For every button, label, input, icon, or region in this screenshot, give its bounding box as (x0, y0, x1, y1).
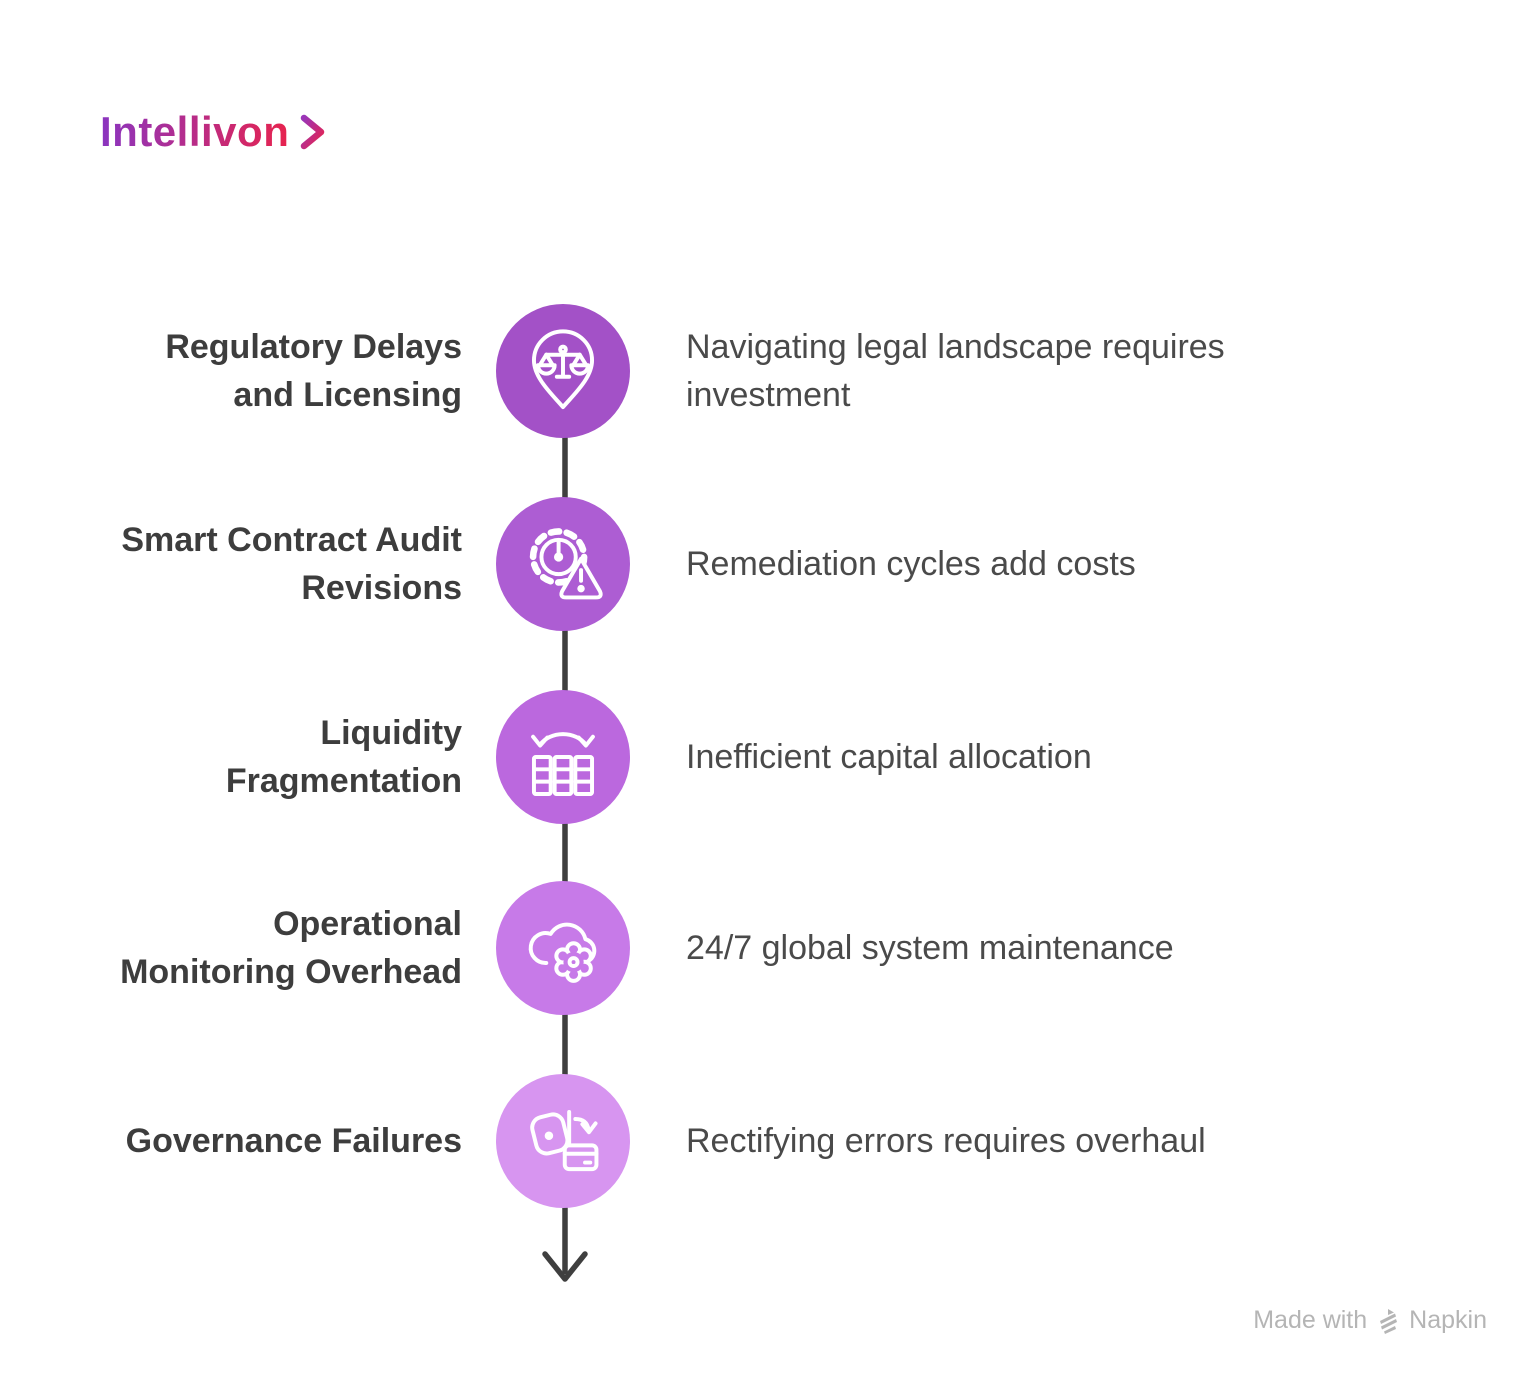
item-description: Inefficient capital allocation (686, 737, 1092, 776)
wallet-card-transfer-icon (530, 1109, 599, 1172)
item-title: Operational Monitoring Overhead (120, 904, 462, 991)
item-title: Regulatory Delays and Licensing (165, 327, 462, 414)
timeline-item-operational-monitoring: Operational Monitoring Overhead (0, 852, 1535, 1044)
timeline-item-regulatory-delays: Regulatory Delays and Licensing Navigati… (0, 275, 1535, 467)
made-with-napkin-attribution: Made with Napkin (1253, 1306, 1487, 1335)
item-description: 24/7 global system maintenance (686, 928, 1174, 967)
item-icon-circle (496, 497, 630, 631)
cloud-gear-icon (528, 922, 597, 983)
columns-sync-arrows-icon (531, 732, 595, 796)
item-icon-circle (496, 881, 630, 1015)
item-description: Navigating legal landscape requires inve… (686, 327, 1225, 414)
item-icon-circle (496, 690, 630, 824)
item-icon-circle (496, 304, 630, 438)
timeline-item-liquidity-fragmentation: Liquidity Fragmentation Inefficient capi… (0, 661, 1535, 853)
item-title: Liquidity Fragmentation (225, 713, 462, 800)
item-title: Governance Failures (125, 1121, 462, 1160)
intellivon-logo: Intellivon (100, 108, 329, 156)
item-description: Rectifying errors requires overhaul (686, 1121, 1206, 1160)
item-description: Remediation cycles add costs (686, 544, 1136, 583)
gear-clock-warning-icon (529, 528, 603, 600)
intellivon-logo-text: Intellivon (100, 108, 290, 155)
chevron-right-icon (301, 114, 325, 150)
timeline-item-smart-contract-audit: Smart Contract Audit Revisions Remediati… (0, 468, 1535, 660)
napkin-brand-label: Napkin (1409, 1306, 1487, 1334)
timeline-item-governance-failures: Governance Failures Rectifying errors re… (0, 1045, 1535, 1237)
scales-location-pin-icon (531, 329, 595, 410)
arrow-down-icon (542, 1251, 588, 1282)
made-with-label: Made with (1253, 1306, 1368, 1334)
napkin-logo-icon (1380, 1308, 1398, 1334)
item-title: Smart Contract Audit Revisions (121, 520, 462, 607)
item-icon-circle (496, 1074, 630, 1208)
